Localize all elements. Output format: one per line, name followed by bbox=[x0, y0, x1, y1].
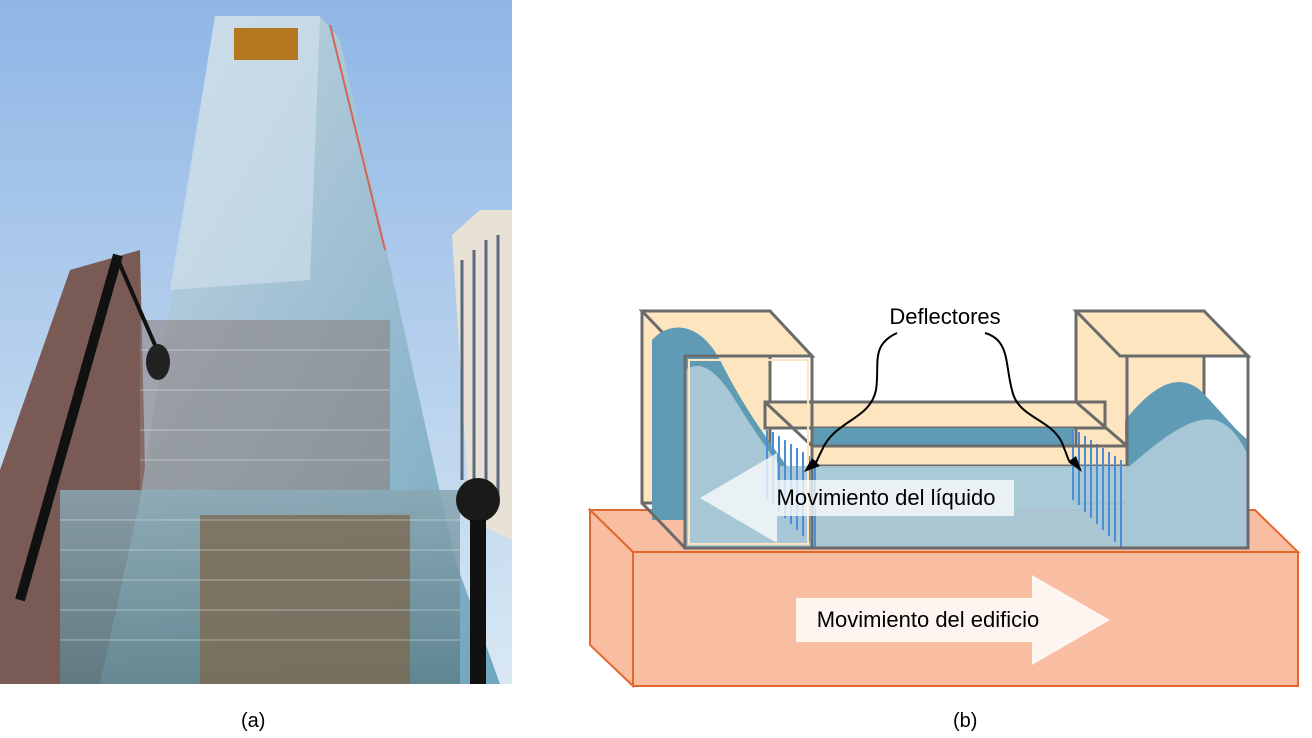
building-movement-arrow bbox=[796, 575, 1110, 665]
label-liquid-movement: Movimiento del líquido bbox=[777, 485, 996, 510]
liquid-movement-arrow bbox=[700, 453, 1014, 543]
arrowhead-left-icon bbox=[804, 458, 820, 472]
tank-front-frames bbox=[640, 354, 1250, 550]
label-building-movement: Movimiento del edificio bbox=[817, 607, 1040, 632]
label-deflectors: Deflectores bbox=[889, 304, 1000, 329]
caption-a: (a) bbox=[241, 710, 266, 732]
caption-b: (b) bbox=[953, 710, 978, 732]
skyscraper-illustration bbox=[0, 0, 512, 684]
skyscraper-photo bbox=[0, 0, 512, 684]
arrowhead-right-icon bbox=[1068, 456, 1082, 472]
deflector-pointers bbox=[811, 332, 1075, 466]
